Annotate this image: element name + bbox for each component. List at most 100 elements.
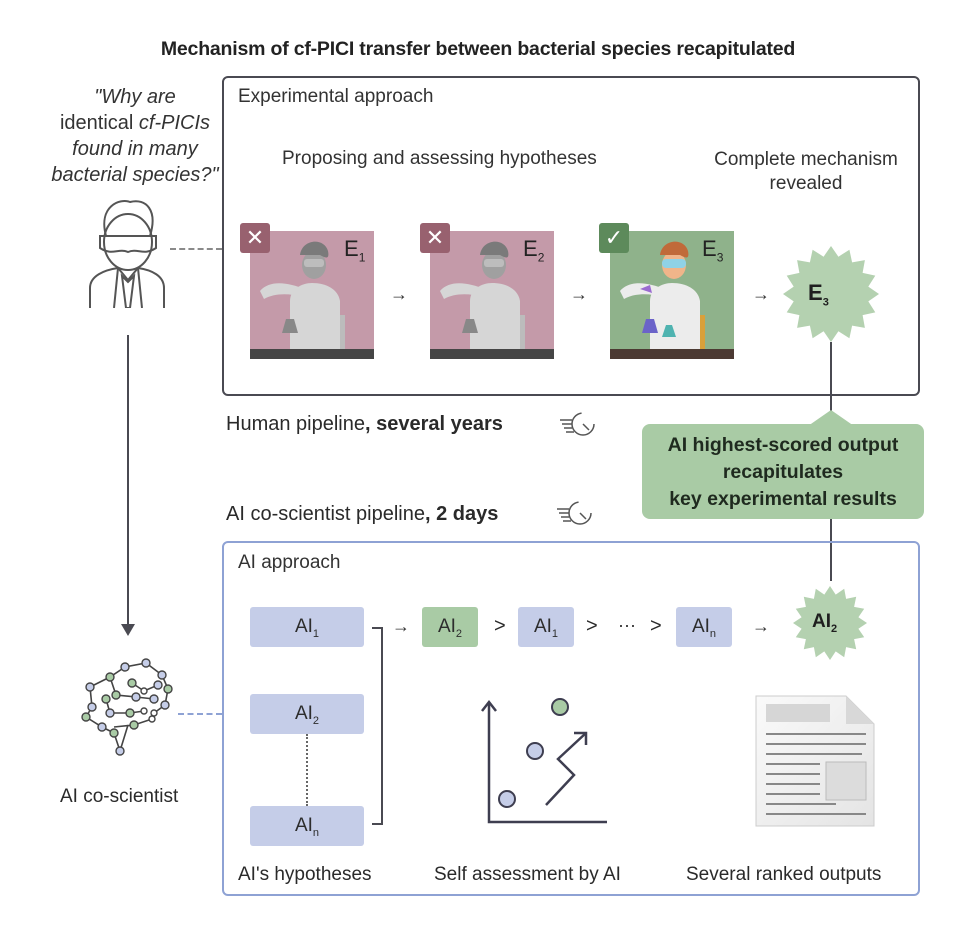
result-callout: AI highest-scored output recapitulates k…	[642, 424, 924, 519]
callout-pointer	[808, 410, 854, 426]
figure-title: Mechanism of cf-PICI transfer between ba…	[160, 38, 796, 60]
question-text: identical	[59, 112, 139, 134]
hypothesis-ain: AIn	[250, 806, 364, 846]
result-label-e3: E3	[808, 280, 829, 308]
arrow-icon: →	[752, 616, 770, 636]
caption-hypotheses: AI's hypotheses	[238, 864, 372, 885]
callout-line-2: recapitulates	[722, 461, 844, 483]
label: AI	[294, 815, 313, 836]
panel-label-e2: E2	[523, 236, 544, 264]
scientist-illustration	[260, 241, 345, 349]
result-starburst-e3	[783, 246, 879, 342]
human-pipeline-label: Human pipeline, several years	[226, 413, 503, 436]
question-term: cf-PICIs	[138, 112, 211, 134]
ai-co-scientist-label: AI co-scientist	[60, 786, 179, 807]
pipeline-duration: , 2 days	[424, 503, 499, 525]
result-label-ai2: AI2	[812, 611, 837, 635]
label: AI	[533, 616, 552, 637]
hypothesis-ai2: AI2	[250, 694, 364, 734]
subscript: 1	[312, 627, 320, 640]
validation-connector-bottom	[830, 519, 832, 581]
experiment-panel-e3	[610, 231, 734, 359]
fast-clock-icon	[560, 412, 595, 436]
ai-brain-icon	[81, 658, 173, 756]
ellipsis: ···	[618, 615, 636, 635]
subscript: 3	[822, 296, 829, 309]
research-question: "Why are identical cf-PICIs found in man…	[40, 84, 230, 188]
scientist-illustration	[620, 241, 705, 349]
experimental-approach-panel	[222, 76, 920, 396]
label: AI	[437, 616, 456, 637]
question-line-4: bacterial species?"	[51, 164, 219, 186]
self-assessment-graph-icon	[481, 698, 607, 824]
hypothesis-ai1: AI1	[250, 607, 364, 647]
caption-self-assessment: Self assessment by AI	[434, 864, 621, 885]
experimental-title: Experimental approach	[238, 86, 434, 107]
result-starburst-ai2	[793, 586, 867, 660]
reject-badge-e2: ✕	[420, 223, 450, 253]
greater-than: >	[650, 615, 662, 637]
subscript: 1	[358, 250, 366, 265]
bench	[250, 349, 374, 359]
panel-label-e3: E3	[702, 236, 723, 264]
arrow-icon: →	[392, 616, 410, 636]
validation-connector-top	[830, 342, 832, 424]
ranked-ai2: AI2	[422, 607, 478, 647]
pipeline-name: AI co-scientist pipeline	[226, 503, 425, 525]
question-line-3: found in many	[72, 138, 198, 160]
subhead-line-1: Complete mechanism	[714, 149, 898, 170]
arrow-icon: →	[570, 284, 588, 304]
label: E	[523, 236, 538, 261]
hypothesis-bracket	[372, 627, 383, 825]
label: AI	[691, 616, 710, 637]
arrow-down-icon	[121, 624, 135, 636]
subscript: n	[312, 826, 320, 839]
accept-badge-e3: ✓	[599, 223, 629, 253]
label: AI	[812, 611, 831, 632]
pipeline-name: Human pipeline	[226, 413, 365, 435]
ranked-ai1: AI1	[518, 607, 574, 647]
flow-line	[127, 335, 129, 630]
panel-label-e1: E1	[344, 236, 365, 264]
ai-connector	[178, 713, 222, 715]
label: E	[344, 236, 359, 261]
label: AI	[294, 703, 313, 724]
pipeline-duration: , several years	[364, 413, 503, 435]
label: E	[808, 280, 823, 305]
scientist-icon	[89, 200, 165, 308]
subscript: 2	[537, 250, 545, 265]
ranked-ain: AIn	[676, 607, 732, 647]
fast-clock-icon	[557, 501, 592, 525]
label: AI	[294, 616, 313, 637]
experiment-panel-e1	[250, 231, 374, 359]
subscript: 3	[716, 250, 724, 265]
subhead-line-2: revealed	[769, 173, 843, 194]
reject-badge-e1: ✕	[240, 223, 270, 253]
callout-line-1: AI highest-scored output	[667, 434, 899, 456]
arrow-icon: →	[390, 284, 408, 304]
experiment-panel-e2	[430, 231, 554, 359]
callout-line-3: key experimental results	[669, 488, 897, 510]
ai-pipeline-label: AI co-scientist pipeline, 2 days	[226, 503, 498, 526]
subscript: 1	[551, 627, 559, 640]
arrow-icon: →	[752, 284, 770, 304]
complete-mechanism-subhead: Complete mechanism revealed	[686, 148, 926, 196]
question-line-2: identical cf-PICIs	[40, 110, 230, 136]
bench	[610, 349, 734, 359]
bench	[430, 349, 554, 359]
scientist-illustration	[440, 241, 525, 349]
subscript: 2	[831, 622, 838, 635]
label: E	[702, 236, 717, 261]
hypothesis-dotted-link	[306, 734, 308, 806]
ai-approach-panel	[222, 541, 920, 896]
ai-approach-title: AI approach	[238, 552, 341, 573]
ranked-document-icon	[755, 695, 875, 827]
greater-than: >	[586, 615, 598, 637]
question-line-1: "Why are	[94, 86, 176, 108]
subscript: n	[709, 627, 717, 640]
caption-outputs: Several ranked outputs	[686, 864, 882, 885]
subscript: 2	[312, 714, 320, 727]
greater-than: >	[494, 615, 506, 637]
proposing-subhead: Proposing and assessing hypotheses	[282, 148, 597, 169]
scientist-connector	[170, 248, 222, 250]
